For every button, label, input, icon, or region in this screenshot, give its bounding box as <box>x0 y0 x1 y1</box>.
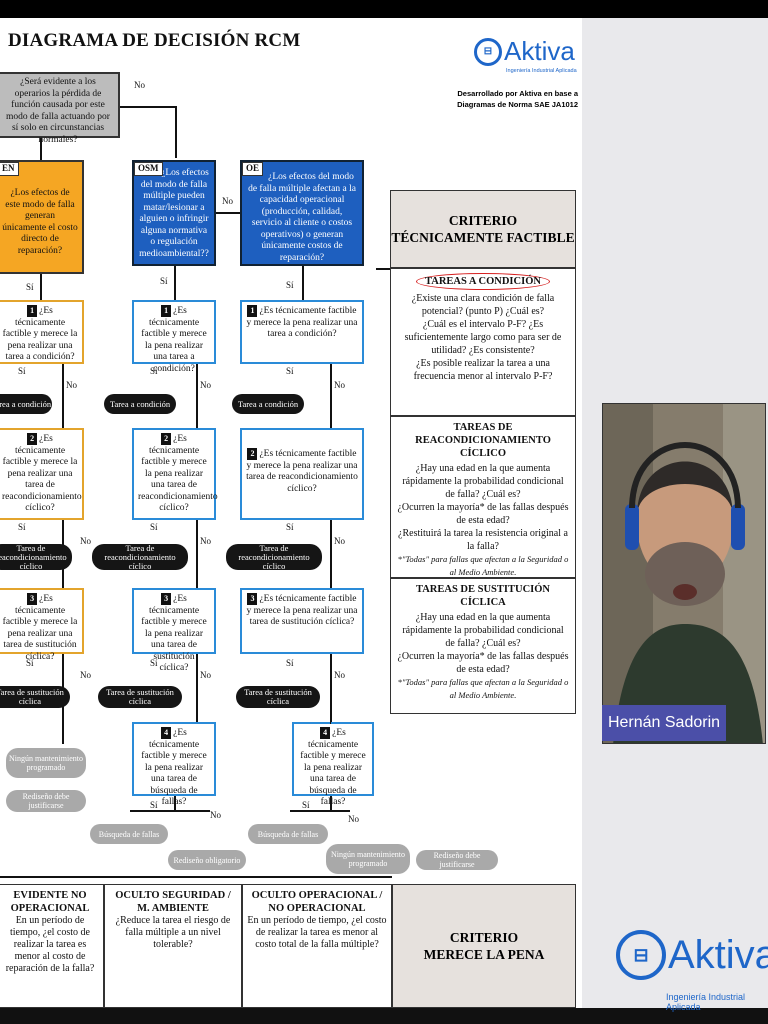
oe-q-busq: 4¿Es técnicamente factible y merece la p… <box>292 722 374 807</box>
en-q-recond: 2¿Es técnicamente factible y merece la p… <box>0 428 84 520</box>
panel-tareas-sustitucion: TAREAS DE SUSTITUCIÓN CÍCLICA ¿Hay una e… <box>390 578 576 714</box>
aktiva-logo-large: ⊟ Aktiva <box>616 930 768 980</box>
osm-q-sust: 3¿Es técnicamente factible y merece la p… <box>132 588 216 673</box>
criterio-merece-la-pena: CRITERIO MERECE LA PENA <box>392 884 576 1008</box>
oe-q-condicion: 1¿Es técnicamente factible y merece la p… <box>240 300 364 364</box>
oe-q-recond: 2¿Es técnicamente factible y merece la p… <box>240 428 364 520</box>
osm-tarea-recond: Tarea de reacondicionamiento cíclico <box>92 543 188 570</box>
panel-tareas-condicion: TAREAS A CONDICIÓN ¿Existe una clara con… <box>390 268 576 416</box>
bottom-bar <box>0 1008 768 1024</box>
oe-ningun-mantenimiento: Ningún mantenimiento programado <box>326 844 410 874</box>
criterio-tecnicamente-factible: CRITERIO TÉCNICAMENTE FACTIBLE <box>390 190 576 268</box>
en-question: EN ¿Los efectos de este modo de falla ge… <box>0 160 84 274</box>
oe-tarea-condicion: Tarea a condición <box>232 394 304 414</box>
oe-question: OE ¿Los efectos del modo de falla múltip… <box>240 160 364 266</box>
criterio-oculto-seguridad: OCULTO SEGURIDAD / M. AMBIENTE ¿Reduce l… <box>104 884 242 1008</box>
en-q-condicion: 1¿Es técnicamente factible y merece la p… <box>0 300 84 364</box>
en-tarea-condicion: Tarea a condición <box>0 394 52 414</box>
logo-icon: ⊟ <box>474 37 502 66</box>
criterio-evidente-no-operacional: EVIDENTE NO OPERACIONAL En un período de… <box>0 884 104 1008</box>
osm-tarea-condicion: Tarea a condición <box>104 394 176 414</box>
developed-by: Desarrollado por Aktiva en base a Diagra… <box>457 89 578 109</box>
presentation-slide: DIAGRAMA DE DECISIÓN RCM ⊟ Aktiva Ingeni… <box>0 18 582 1008</box>
start-question: ¿Será evidente a los operarios la pérdid… <box>0 72 120 145</box>
osm-rediseno-obligatorio: Rediseño obligatorio <box>168 850 246 870</box>
oe-tarea-sust: Tarea de sustitución cíclica <box>236 686 320 708</box>
oe-busqueda-fallas: Búsqueda de fallas <box>248 824 328 844</box>
en-tarea-sust: Tarea de sustitución cíclica <box>0 686 70 708</box>
osm-tarea-sust: Tarea de sustitución cíclica <box>98 686 182 708</box>
presenter-video <box>602 403 766 744</box>
presenter-name-label: Hernán Sadorin <box>602 705 726 741</box>
oe-q-sust: 3¿Es técnicamente factible y merece la p… <box>240 588 364 654</box>
red-circle-annotation: TAREAS A CONDICIÓN <box>416 273 550 290</box>
en-rediseno-justificarse: Rediseño debe justificarse <box>6 790 86 812</box>
criterio-oculto-operacional: OCULTO OPERACIONAL / NO OPERACIONAL En u… <box>242 884 392 1008</box>
osm-q-busq: 4¿Es técnicamente factible y merece la p… <box>132 722 216 807</box>
en-q-sust: 3¿Es técnicamente factible y merece la p… <box>0 588 84 662</box>
oe-tarea-recond: Tarea de reacondicionamiento cíclico <box>226 543 322 570</box>
osm-q-recond: 2¿Es técnicamente factible y merece la p… <box>132 428 218 520</box>
presenter-image <box>603 404 765 743</box>
oe-rediseno-justificarse: Rediseño debe justificarse <box>416 850 498 870</box>
osm-question: OSM ¿Los efectos del modo de falla múlti… <box>132 160 216 266</box>
aktiva-logo: ⊟ Aktiva <box>474 36 575 67</box>
en-ningun-mantenimiento: Ningún mantenimiento programado <box>6 748 86 778</box>
osm-busqueda-fallas: Búsqueda de fallas <box>90 824 168 844</box>
logo-icon-large: ⊟ <box>616 930 666 980</box>
en-tarea-recond: Tarea de reacondicionamiento cíclico <box>0 543 72 570</box>
slide-title: DIAGRAMA DE DECISIÓN RCM <box>8 30 301 51</box>
osm-q-condicion: 1¿Es técnicamente factible y merece la p… <box>132 300 216 374</box>
panel-tareas-recond: TAREAS DE REACONDICIONAMIENTO CÍCLICO ¿H… <box>390 416 576 578</box>
